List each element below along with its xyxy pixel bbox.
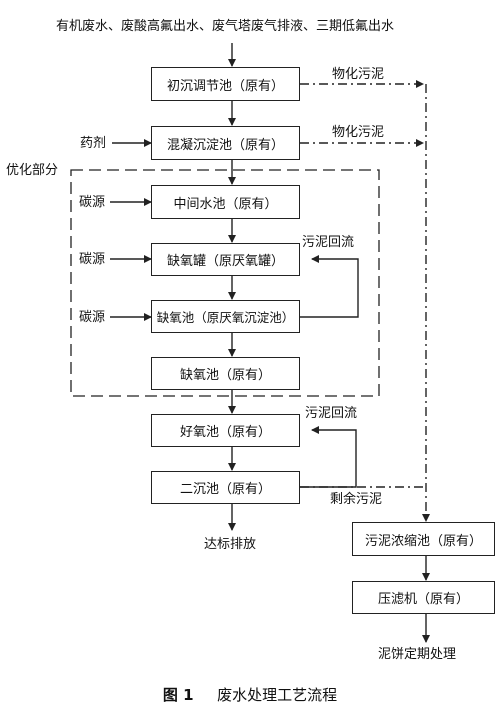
sludge-return-label-1: 污泥回流 — [302, 235, 355, 250]
sludge-return-loop-2 — [300, 426, 357, 488]
physchem-sludge-arrowhead-2 — [416, 139, 424, 147]
anoxic-pool-box: 缺氧池（原厌氧沉淀池） — [151, 300, 300, 333]
sludge-return-label-2: 污泥回流 — [305, 406, 358, 421]
optimized-section-boundary — [70, 169, 380, 397]
cake-disposal-label: 泥饼定期处理 — [378, 647, 457, 662]
carbon-source-label-2: 碳源 — [79, 252, 106, 267]
carbon-source-label-1: 碳源 — [79, 195, 106, 210]
sludge-return-loop-1 — [300, 255, 359, 318]
coagulation-box: 混凝沉淀池（原有） — [151, 126, 300, 160]
collector-arrowhead — [422, 514, 430, 522]
secondary-settling-box: 二沉池（原有） — [151, 471, 300, 504]
agent-label: 药剂 — [80, 136, 107, 151]
figure-title: 废水处理工艺流程 — [217, 686, 338, 704]
sludge-thickener-box: 污泥浓缩池（原有） — [352, 522, 495, 556]
input-streams-label: 有机废水、废酸高氟出水、废气塔废气排液、三期低氟出水 — [56, 19, 395, 34]
carbon-source-label-3: 碳源 — [79, 310, 106, 325]
initial-settling-box: 初沉调节池（原有） — [151, 67, 300, 101]
filter-press-box: 压滤机（原有） — [352, 581, 495, 614]
figure-number: 图 1 — [162, 686, 194, 704]
optimized-part-label: 优化部分 — [6, 163, 59, 178]
physchem-sludge-label-2: 物化污泥 — [332, 125, 385, 140]
excess-sludge-label: 剩余污泥 — [330, 492, 383, 507]
anoxic-pool-2-box: 缺氧池（原有） — [151, 357, 300, 390]
physchem-sludge-arrowhead-1 — [416, 80, 424, 88]
discharge-label: 达标排放 — [204, 537, 257, 552]
figure-caption: 图 1 废水处理工艺流程 — [0, 684, 500, 705]
anoxic-tank-box: 缺氧罐（原厌氧罐） — [151, 243, 300, 276]
physchem-sludge-label-1: 物化污泥 — [332, 67, 385, 82]
middle-pool-box: 中间水池（原有） — [151, 185, 300, 219]
aerobic-pool-box: 好氧池（原有） — [151, 414, 300, 447]
